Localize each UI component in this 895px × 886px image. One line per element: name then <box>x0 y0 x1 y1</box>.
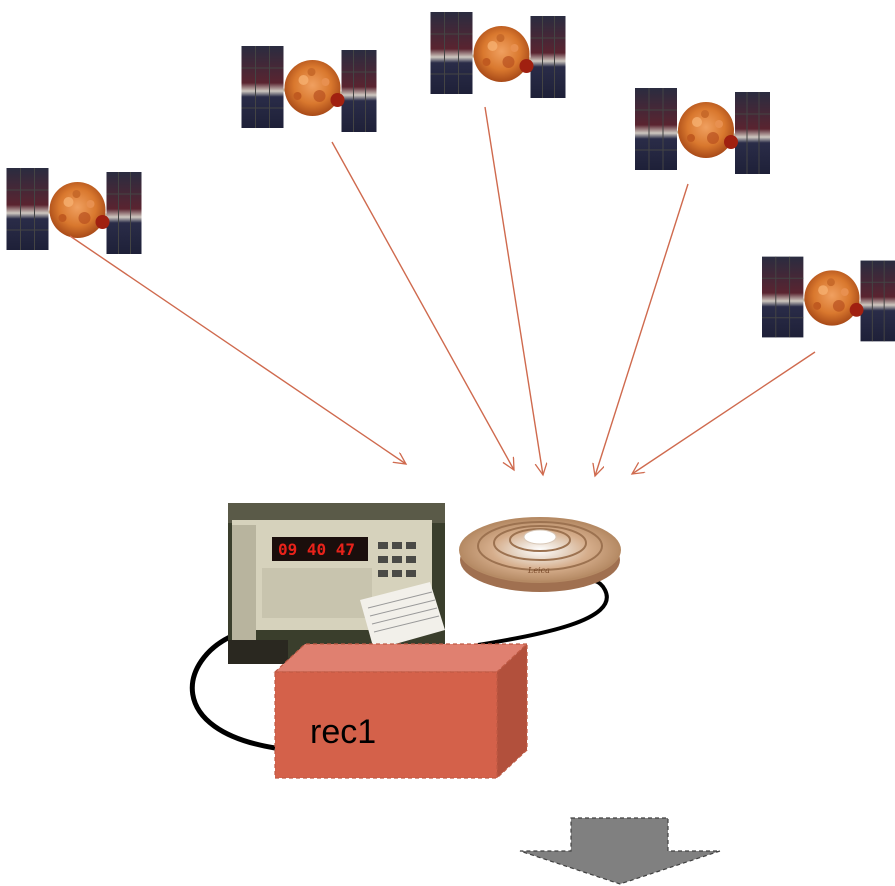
signal-line <box>331 141 514 470</box>
receiver-box-front <box>274 671 498 779</box>
signal-line <box>484 106 543 475</box>
signal-line <box>69 235 406 464</box>
receiver-box: rec1 <box>273 642 529 780</box>
satellite-icon <box>635 86 770 176</box>
receiver-label: rec1 <box>310 713 376 751</box>
satellite-icon <box>6 166 142 256</box>
counter-display: 09 40 47 <box>278 540 355 559</box>
signal-line <box>595 183 689 476</box>
gnss-antenna: Leica <box>459 517 621 592</box>
down-arrow <box>519 817 721 885</box>
receiver-box-side <box>496 642 528 780</box>
svg-text:Leica: Leica <box>527 566 550 575</box>
signal-line <box>632 351 816 474</box>
frequency-counter-image: 09 40 47 <box>228 503 445 664</box>
signal-lines <box>69 106 816 476</box>
satellite-icon <box>240 44 378 134</box>
satellite-icon <box>762 255 895 343</box>
satellite-icon <box>430 10 566 100</box>
cable <box>189 633 276 751</box>
receiver-box-top <box>273 643 529 673</box>
